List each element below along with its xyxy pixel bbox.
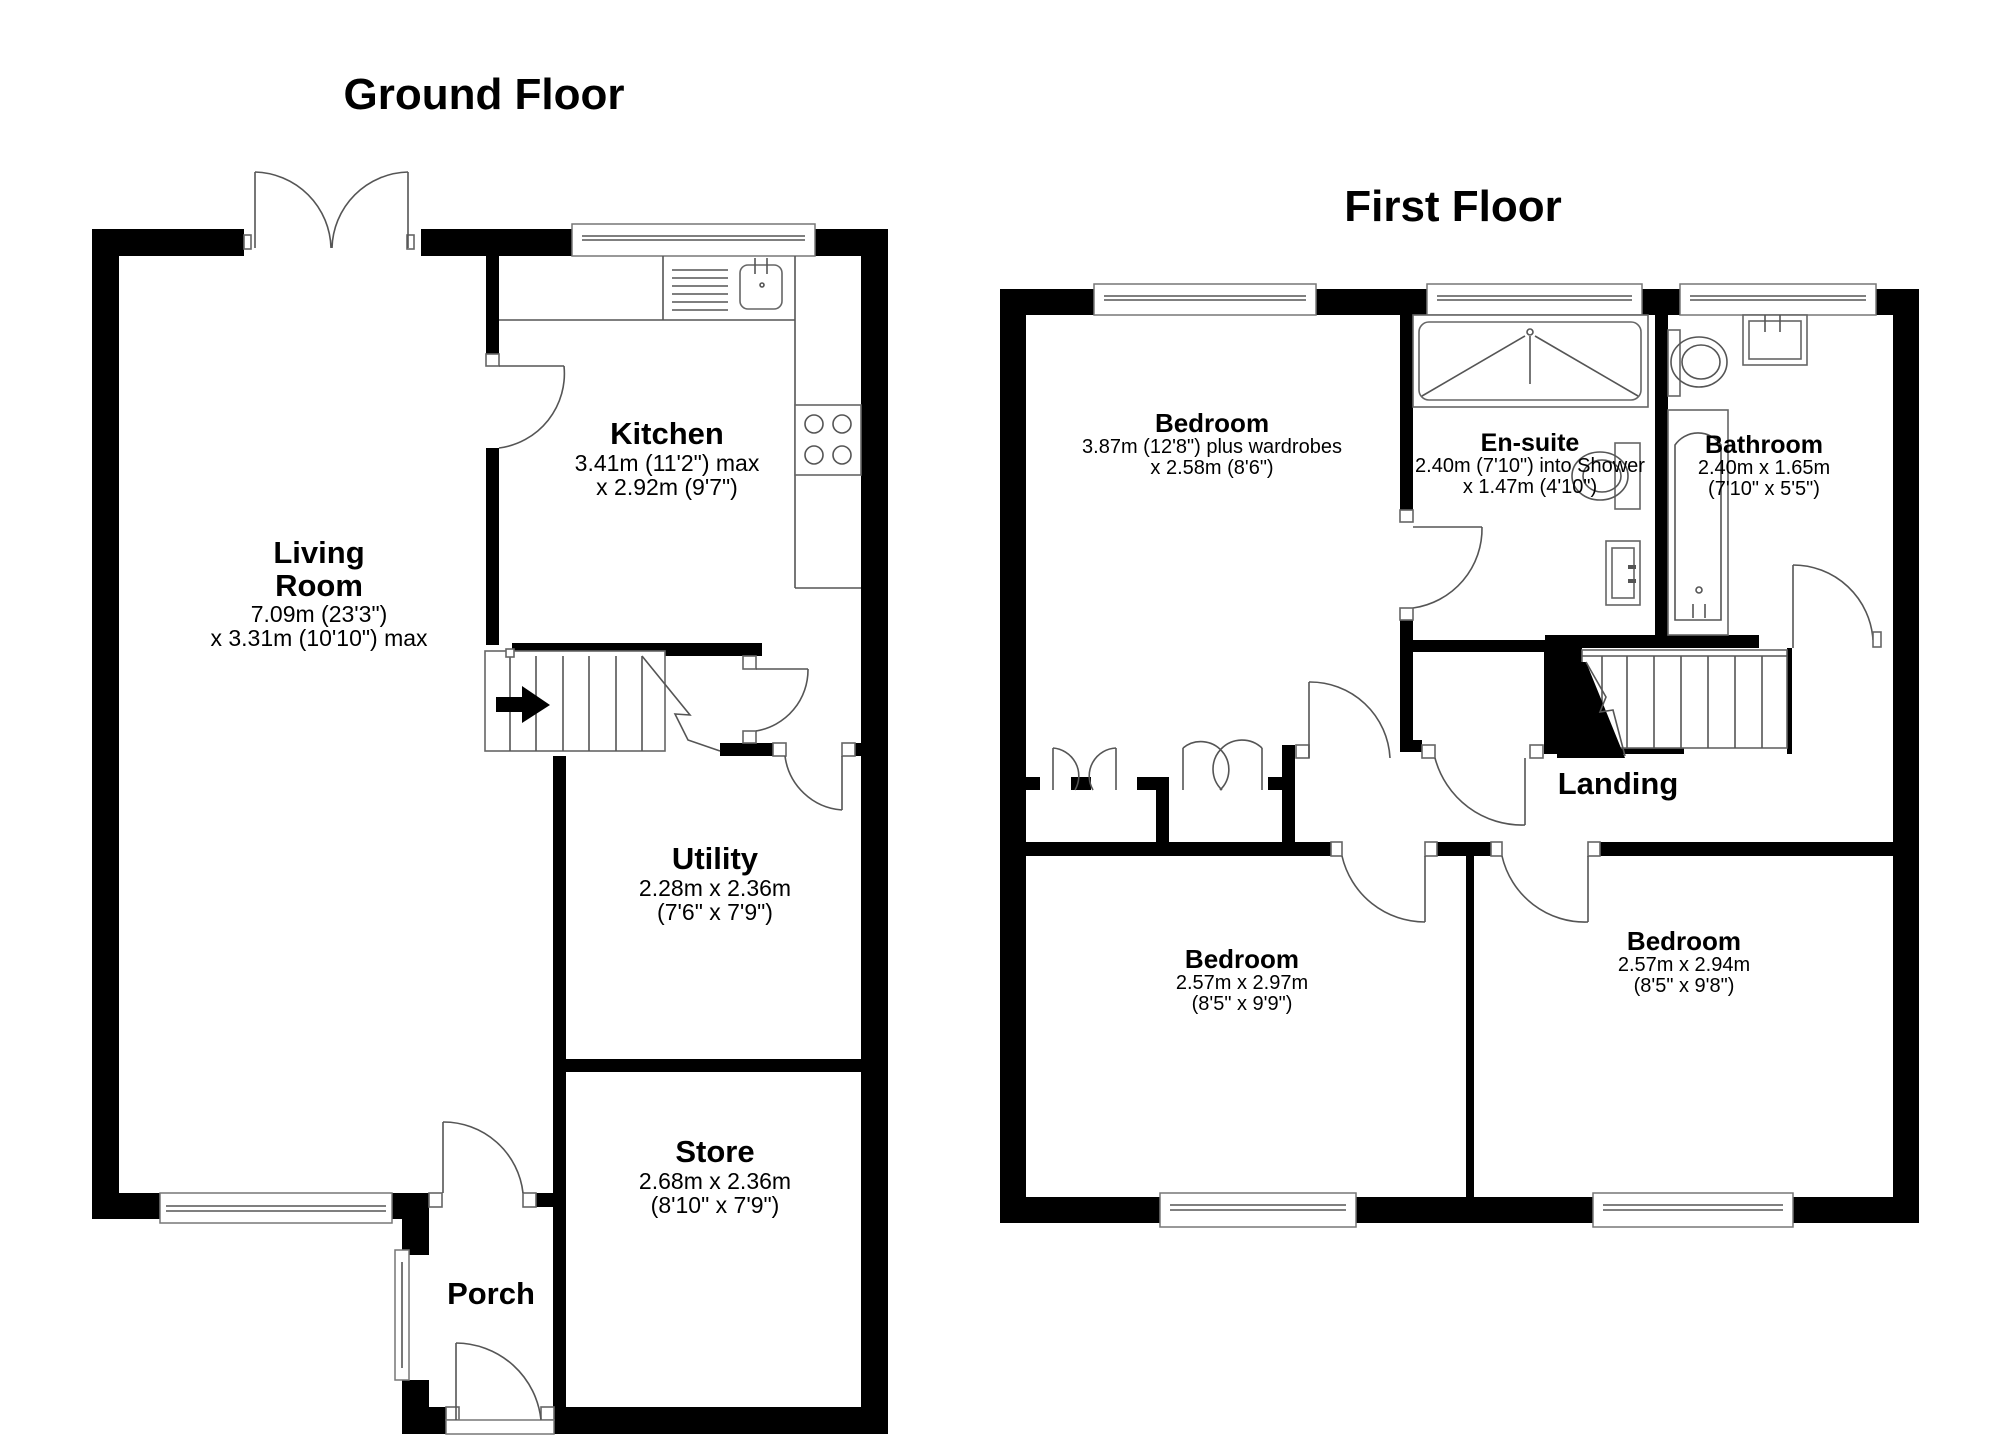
stairs-up-arrow-icon (496, 686, 550, 723)
bathroom-basin-icon (1742, 314, 1808, 366)
room-label-landing: Landing (1557, 766, 1679, 801)
room-name: Bedroom (1154, 408, 1270, 438)
patio-double-door (243, 171, 415, 250)
shower-tray-icon (1412, 314, 1649, 408)
bedroom-3-door (1490, 841, 1601, 923)
kitchen-window (571, 223, 816, 257)
ground-floor-title: Ground Floor (343, 70, 625, 119)
room-name: En-suite (1480, 429, 1580, 457)
bedroom-2-window (1159, 1192, 1357, 1228)
bath-tub-icon (1667, 409, 1729, 636)
staircase (484, 648, 721, 752)
room-label-utility: Utility 2.28m x 2.36m (7'6" x 7'9") (638, 841, 792, 925)
ensuite-door (1399, 509, 1483, 621)
room-label-living-room: Living Room 7.09m (23'3") x 3.31m (10'10… (210, 535, 428, 652)
room-dimension: 3.41m (11'2") max (574, 449, 760, 476)
room-label-master-bedroom: Bedroom 3.87m (12'8") plus wardrobes x 2… (1082, 408, 1342, 480)
bathroom-window (1679, 283, 1877, 316)
room-dimension: 7.09m (23'3") (250, 601, 388, 628)
bathroom-door (1792, 564, 1882, 648)
porch-inner-door (428, 1121, 537, 1208)
room-name: Living (273, 535, 365, 570)
room-dimension: 2.40m x 1.65m (1697, 457, 1831, 480)
room-dimension: 2.28m x 2.36m (638, 874, 792, 901)
room-label-ensuite: En-suite 2.40m (7'10") into Shower x 1.4… (1415, 430, 1645, 498)
room-label-bathroom: Bathroom 2.40m x 1.65m (7'10" x 5'5") (1698, 432, 1830, 500)
room-dimension: 2.57m x 2.97m (1175, 972, 1309, 995)
landing-staircase (1557, 649, 1788, 758)
ensuite-toilet-icon (1571, 442, 1641, 510)
room-name: Landing (1557, 766, 1679, 801)
wardrobe-doors (1052, 739, 1263, 791)
landing-cupboard-door (1421, 744, 1544, 826)
room-dimension: 2.68m x 2.36m (638, 1167, 792, 1194)
room-label-kitchen: Kitchen 3.41m (11'2") max x 2.92m (9'7") (574, 416, 760, 500)
first-floor-plan (1000, 283, 1919, 1228)
kitchen-worktop (499, 256, 862, 589)
room-label-bedroom-2: Bedroom 2.57m x 2.97m (8'5" x 9'9") (1175, 944, 1309, 1016)
room-dimension: x 1.47m (4'10") (1462, 476, 1598, 499)
bathroom-toilet-icon (1667, 329, 1728, 397)
room-name: Kitchen (610, 416, 724, 451)
room-dimension: (8'5" x 9'8") (1633, 975, 1735, 998)
room-dimension: (7'10" x 5'5") (1708, 478, 1820, 501)
ensuite-basin-icon (1605, 540, 1641, 606)
room-label-bedroom-3: Bedroom 2.57m x 2.94m (8'5" x 9'8") (1617, 926, 1751, 998)
room-dimension: x 2.92m (9'7") (596, 473, 738, 500)
front-door (445, 1342, 555, 1435)
bedroom-3-window (1592, 1192, 1794, 1228)
room-name: Utility (671, 841, 759, 876)
room-dimension: (7'6" x 7'9") (657, 898, 773, 925)
room-name: Store (675, 1134, 755, 1169)
room-dimension: 2.57m x 2.94m (1617, 954, 1751, 977)
room-name: Room (275, 567, 363, 603)
room-dimension: 3.87m (12'8") plus wardrobes (1082, 436, 1342, 459)
room-name: Bedroom (1626, 926, 1742, 956)
room-dimension: x 3.31m (10'10") max (210, 625, 428, 652)
porch-window (394, 1249, 410, 1381)
kitchen-door (485, 353, 566, 449)
first-floor-title: First Floor (1344, 182, 1562, 231)
bedroom-1-door (1295, 681, 1391, 759)
room-label-store: Store 2.68m x 2.36m (8'10" x 7'9") (638, 1134, 792, 1218)
room-label-porch: Porch (447, 1276, 535, 1311)
living-room-window (159, 1192, 393, 1224)
ground-floor-plan (92, 171, 888, 1435)
room-dimension: x 2.58m (8'6") (1150, 457, 1274, 480)
room-name: Bathroom (1704, 431, 1824, 459)
ensuite-window (1426, 283, 1643, 316)
room-name: Porch (447, 1276, 535, 1311)
room-name: Bedroom (1184, 944, 1300, 974)
hob-icon (794, 404, 862, 476)
room-dimension: (8'10" x 7'9") (650, 1191, 780, 1218)
bedroom-2-door (1330, 841, 1438, 923)
room-dimension: 2.40m (7'10") into Shower (1415, 455, 1645, 478)
bedroom-1-window (1093, 283, 1317, 316)
draining-board (672, 269, 728, 311)
utility-door (742, 655, 856, 811)
room-dimension: (8'5" x 9'9") (1191, 993, 1293, 1016)
